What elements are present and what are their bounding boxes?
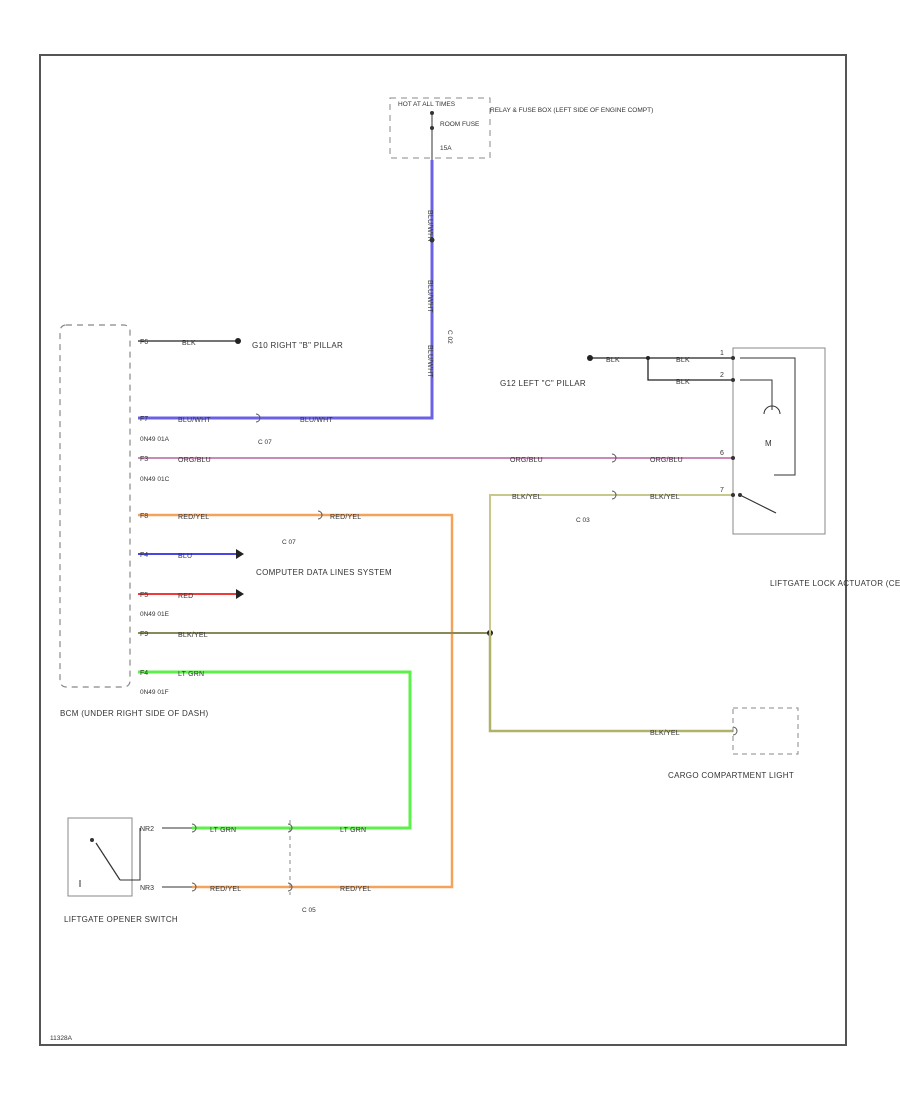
liftgate-lock-actuator: 1 2 6 7 M LIFTGATE LOCK ACTUATOR (CENTER… xyxy=(720,347,900,588)
opener-pin-a: NR2 xyxy=(140,826,154,833)
wire-label-lt-grn-2: LT GRN xyxy=(210,827,236,834)
bcm-connector-01c: 0N49 01C xyxy=(140,476,170,483)
wire-label-lt-grn-3: LT GRN xyxy=(340,827,366,834)
motor-symbol: M xyxy=(765,439,772,448)
bcm-pin-f6: F6 xyxy=(140,339,148,346)
bcm-pin-f9: F9 xyxy=(140,631,148,638)
computer-data-lines-label: COMPUTER DATA LINES SYSTEM xyxy=(256,568,392,577)
wire-label-org-blu-2: ORG/BLU xyxy=(510,457,543,464)
wire-blk-yel-cargo xyxy=(488,633,733,733)
wire-red-yel xyxy=(138,513,454,889)
connector-c07a-label: C 07 xyxy=(258,439,272,446)
relay-box-label: RELAY & FUSE BOX (LEFT SIDE OF ENGINE CO… xyxy=(490,107,653,114)
wire-label-blk-g10: BLK xyxy=(182,340,196,347)
wire-label-blu-wht-h1: BLU/WHT xyxy=(178,417,211,424)
connector-c05-label: C 05 xyxy=(302,907,316,914)
footer-code: 11328A xyxy=(50,1035,73,1042)
wire-blk-g12-b xyxy=(647,358,733,381)
actuator-label: LIFTGATE LOCK ACTUATOR (CENTER REAR OF T… xyxy=(770,579,900,588)
bcm-pin-f5: F5 xyxy=(140,592,148,599)
bcm-pin-f4a: F4 xyxy=(140,552,148,559)
bcm-label: BCM (UNDER RIGHT SIDE OF DASH) xyxy=(60,709,208,718)
bcm-pin-f4b: F4 xyxy=(140,670,148,677)
bcm-pin-f7: F7 xyxy=(140,416,148,423)
bcm-pin-f3: F3 xyxy=(140,456,148,463)
wire-label-blu: BLU xyxy=(178,553,192,560)
wire-lt-grn xyxy=(138,670,412,830)
wire-label-blk-yel-3: BLK/YEL xyxy=(650,494,680,501)
wire-blu-wht xyxy=(138,160,434,420)
wire-label-org-blu-3: ORG/BLU xyxy=(650,457,683,464)
actuator-pin-2: 2 xyxy=(720,372,724,379)
wire-label-blu-wht-v1: BLU/WHT xyxy=(426,210,433,243)
wire-label-blk-yel-1: BLK/YEL xyxy=(178,632,208,639)
fuse-rating: 15A xyxy=(440,145,452,152)
wire-label-red: RED xyxy=(178,593,193,600)
opener-switch-label: LIFTGATE OPENER SWITCH xyxy=(64,915,178,924)
ground-g12-label: G12 LEFT "C" PILLAR xyxy=(500,379,586,388)
wire-label-blu-wht-h2: BLU/WHT xyxy=(300,417,333,424)
opener-pin-b: NR3 xyxy=(140,885,154,892)
wire-label-red-yel-1: RED/YEL xyxy=(178,514,209,521)
actuator-pin-7: 7 xyxy=(720,487,724,494)
wire-label-blu-wht-v3: BLU/WHT xyxy=(426,345,433,378)
bcm-pin-f8: F8 xyxy=(140,513,148,520)
bcm-connector-01e: 0N49 01E xyxy=(140,611,170,618)
actuator-pin-6: 6 xyxy=(720,450,724,457)
connector-symbols xyxy=(191,413,738,892)
wire-label-red-yel-3: RED/YEL xyxy=(210,886,241,893)
wire-label-red-yel-2: RED/YEL xyxy=(330,514,361,521)
liftgate-opener-switch: NR2 NR3 LIFTGATE OPENER SWITCH xyxy=(64,817,192,924)
actuator-pin-1: 1 xyxy=(720,350,724,357)
wire-label-red-yel-4: RED/YEL xyxy=(340,886,371,893)
connector-c02-label: C 02 xyxy=(446,330,453,344)
bcm-connector-01f: 0N49 01F xyxy=(140,689,169,696)
wire-label-blk-yel-4: BLK/YEL xyxy=(650,730,680,737)
diagram-frame xyxy=(39,54,847,1046)
wire-label-blk-g12-3: BLK xyxy=(676,379,690,386)
wire-label-lt-grn-1: LT GRN xyxy=(178,671,204,678)
cargo-compartment-light: CARGO COMPARTMENT LIGHT xyxy=(668,707,799,780)
wire-label-org-blu-1: ORG/BLU xyxy=(178,457,211,464)
wire-label-blk-g12-1: BLK xyxy=(606,357,620,364)
hot-at-all-times-label: HOT AT ALL TIMES xyxy=(398,101,456,108)
wire-label-blu-wht-v2: BLU/WHT xyxy=(426,280,433,313)
bcm-connector-01a: 0N49 01A xyxy=(140,436,170,443)
wire-blk-yel-actuator xyxy=(489,494,733,633)
cargo-light-label: CARGO COMPARTMENT LIGHT xyxy=(668,771,794,780)
wire-label-blk-g12-2: BLK xyxy=(676,357,690,364)
ground-g10-label: G10 RIGHT "B" PILLAR xyxy=(252,341,343,350)
connector-c03-label: C 03 xyxy=(576,517,590,524)
connector-c07b-label: C 07 xyxy=(282,539,296,546)
bcm-module: F6 F7 0N49 01A F3 0N49 01C F8 F4 F5 0N49… xyxy=(59,324,208,718)
relay-fuse-box: HOT AT ALL TIMES RELAY & FUSE BOX (LEFT … xyxy=(389,97,653,160)
room-fuse-label: ROOM FUSE xyxy=(440,121,480,128)
wire-label-blk-yel-2: BLK/YEL xyxy=(512,494,542,501)
